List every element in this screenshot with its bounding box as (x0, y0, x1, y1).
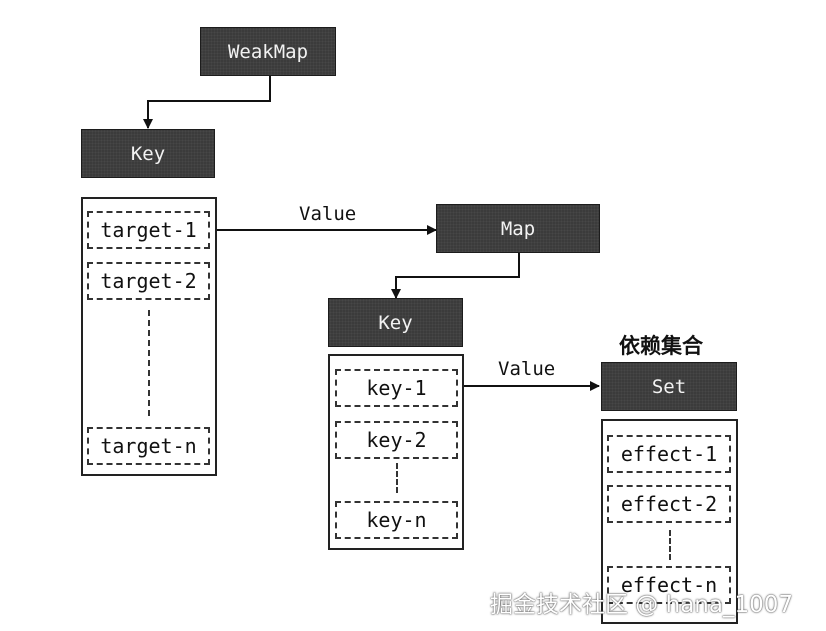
map-to-key-arrow (391, 253, 520, 299)
target-item: target-1 (87, 211, 210, 249)
target-key-header: Key (81, 129, 215, 178)
target-item: target-2 (87, 262, 210, 300)
target-key-label: Key (130, 142, 166, 165)
target-item-label: target-2 (100, 269, 197, 293)
effect-ellipsis (669, 530, 671, 560)
target-item-label: target-n (100, 434, 197, 458)
inner-key-label: Key (378, 311, 413, 334)
weakmap-title: WeakMap (227, 40, 309, 63)
effect-item-label: effect-2 (620, 492, 718, 516)
dep-set-caption: 依赖集合 (619, 334, 703, 358)
effect-item: effect-2 (607, 485, 731, 523)
key-item-label: key-1 (366, 376, 427, 400)
key-ellipsis (396, 463, 398, 493)
effect-item-label: effect-1 (620, 442, 718, 466)
set-title: Set (651, 375, 687, 398)
key-item: key-2 (335, 421, 458, 459)
target-item-label: target-1 (100, 218, 197, 242)
key-item-label: key-n (366, 508, 427, 532)
inner-key-header: Key (328, 298, 463, 347)
map-node: Map (436, 204, 600, 253)
set-node: Set (601, 362, 737, 411)
weakmap-node: WeakMap (200, 27, 336, 76)
effect-item: effect-n (607, 566, 731, 604)
target-ellipsis (148, 310, 150, 416)
effect-item-label: effect-n (620, 573, 718, 597)
effect-item: effect-1 (607, 435, 731, 473)
weakmap-to-key-arrow (143, 76, 271, 129)
target-value-label: Value (299, 203, 357, 225)
key-item-label: key-2 (366, 428, 427, 452)
target-item: target-n (87, 427, 210, 465)
map-title: Map (500, 217, 536, 240)
key-value-label: Value (498, 358, 556, 380)
key-item: key-n (335, 501, 458, 539)
watermark: 掘金技术社区 @ hana_1007 (490, 592, 793, 618)
key-item: key-1 (335, 369, 458, 407)
